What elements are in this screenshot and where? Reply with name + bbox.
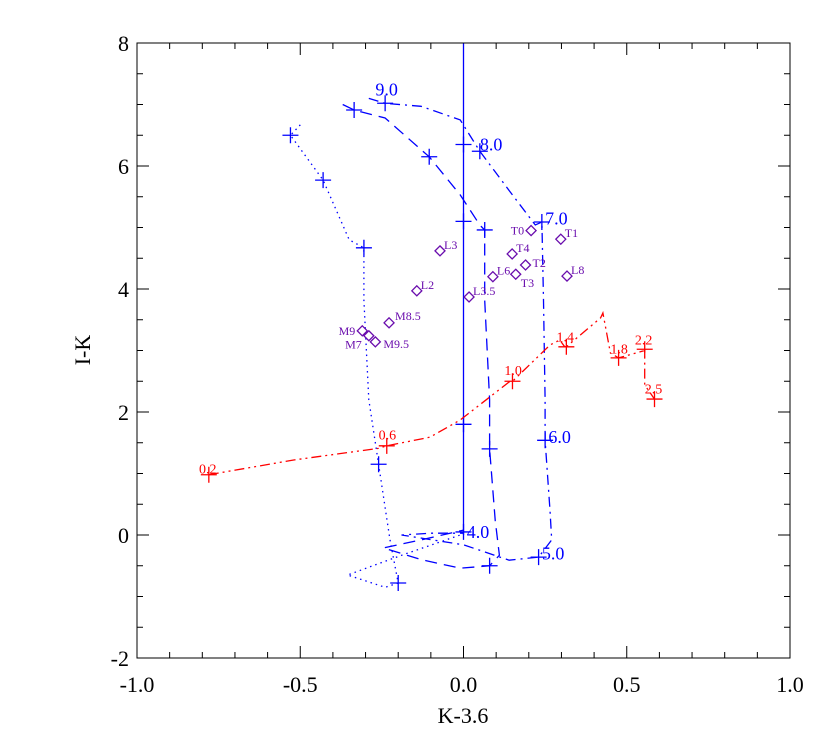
diamond-marker [463, 291, 475, 303]
object-label: M8.5 [395, 309, 421, 323]
track-label: 1.0 [504, 364, 522, 379]
track-label: 2.5 [645, 383, 663, 398]
plus-marker [346, 102, 363, 119]
track-label: 1.4 [557, 330, 575, 345]
diamond-marker [525, 224, 538, 237]
y-tick-label: 2 [118, 400, 129, 425]
diamond-marker [561, 270, 573, 283]
track-label: 4.0 [467, 522, 490, 542]
plus-marker [537, 432, 554, 449]
annotations-layer: 9.0 8.0 7.0 6.0 5.0 4.0 0.2 0.6 1.0 1.4 1.8 2.2 2.5 [199, 79, 662, 563]
object-label: T4 [516, 241, 529, 255]
diamond-marker [383, 316, 395, 329]
plus-marker [471, 143, 488, 160]
object-label: M9.5 [383, 337, 409, 351]
plus-marker [481, 440, 498, 457]
object-label: L3 [444, 238, 457, 252]
plot-frame [136, 42, 791, 659]
plus-marker [610, 349, 627, 366]
plus-marker [421, 148, 438, 165]
object-label: L2 [421, 278, 434, 292]
diamond-marker [369, 335, 382, 348]
plus-marker [476, 221, 493, 238]
diamond-marker [506, 248, 519, 260]
series-line-blue-dashed [342, 103, 501, 569]
plus-marker [355, 239, 372, 256]
object-label: L6 [497, 264, 510, 278]
y-tick-label: 6 [118, 154, 129, 179]
y-tick-label: 0 [118, 523, 129, 548]
y-tick-label: 8 [118, 31, 129, 56]
x-tick-label: 0.0 [450, 672, 478, 697]
diamond-marker [356, 324, 369, 337]
diamond-marker [509, 268, 522, 281]
object-label: L8 [571, 263, 584, 277]
series-line-red-dashdotdot [208, 310, 656, 476]
plus-marker [455, 136, 472, 153]
y-tick-label: -2 [111, 646, 129, 671]
plus-marker [481, 557, 498, 574]
plus-marker [282, 127, 299, 144]
object-label: M7 [345, 338, 362, 352]
diamond-marker [434, 244, 446, 257]
plus-marker [315, 172, 332, 189]
track-label: 5.0 [542, 544, 565, 564]
plus-marker [455, 523, 472, 540]
track-label: 6.0 [548, 427, 571, 447]
diamond-marker [486, 270, 499, 283]
series-line-blue-dashdot [368, 97, 553, 561]
plus-marker [455, 213, 472, 230]
plus-marker [378, 437, 395, 454]
x-tick-label: -1.0 [120, 672, 155, 697]
series-line-blue-dotted [289, 124, 461, 588]
x-axis-label: K-3.6 [438, 703, 489, 728]
object-label: T1 [565, 226, 578, 240]
diamond-marker [410, 284, 423, 297]
object-label: T0 [511, 224, 524, 238]
track-label: 9.0 [375, 79, 398, 99]
series-layer [200, 43, 663, 591]
axis-ticks: -1.0 -0.5 0.0 0.5 1.0 -2 0 2 4 6 8 [111, 31, 804, 697]
plus-marker [455, 416, 472, 433]
x-tick-label: -0.5 [283, 672, 318, 697]
track-label: 1.8 [610, 343, 628, 358]
track-label: 7.0 [545, 208, 568, 228]
x-tick-label: 1.0 [776, 672, 804, 697]
track-label: 8.0 [480, 135, 503, 155]
track-label: 0.2 [199, 463, 217, 478]
object-label: T2 [533, 256, 546, 270]
object-label: M9 [339, 324, 356, 338]
diamond-marker [519, 259, 532, 271]
diamond-marker [554, 233, 567, 246]
plus-marker [558, 338, 575, 355]
plus-marker [636, 341, 653, 358]
plus-marker [200, 466, 217, 483]
y-tick-label: 4 [118, 277, 129, 302]
plus-marker [390, 574, 407, 591]
x-tick-label: 0.5 [613, 672, 641, 697]
object-label: L3.5 [473, 284, 495, 298]
plus-marker [370, 456, 387, 473]
diamond-marker [362, 329, 375, 342]
object-label: T3 [521, 276, 534, 290]
plus-marker [504, 373, 521, 390]
plus-marker [646, 391, 663, 408]
plus-marker [530, 549, 547, 566]
track-label: 0.6 [379, 429, 397, 444]
y-axis-label: I-K [70, 335, 95, 366]
plus-marker [533, 213, 550, 230]
plus-marker [377, 95, 394, 112]
track-label: 2.2 [635, 333, 653, 348]
